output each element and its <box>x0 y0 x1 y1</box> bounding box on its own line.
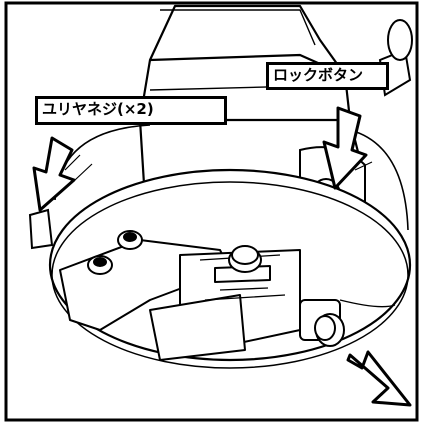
down-right-arrow-icon <box>32 136 76 212</box>
up-left-arrow-icon <box>346 350 412 407</box>
lock-button-label: ロックボタン <box>266 62 389 90</box>
hex-screw <box>87 230 143 275</box>
down-arrow-icon <box>322 106 368 190</box>
adjust-screws-label: ユリヤネジ(×2) <box>35 96 227 125</box>
knob <box>28 208 345 347</box>
